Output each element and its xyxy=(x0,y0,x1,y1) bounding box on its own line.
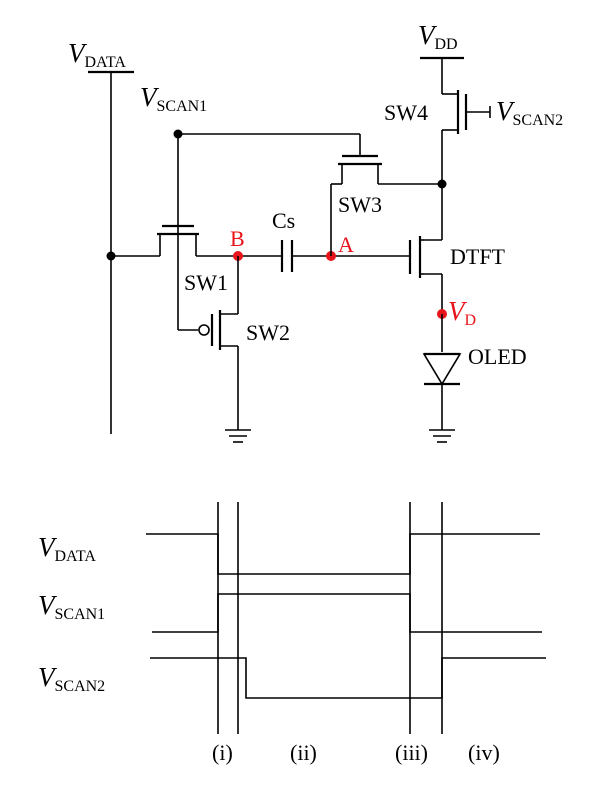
ground-icon xyxy=(225,429,251,443)
node-a-label: A xyxy=(338,232,354,257)
dtft-label: DTFT xyxy=(450,244,506,269)
cs-label: Cs xyxy=(272,208,295,233)
node-vd-label: VD xyxy=(448,296,476,329)
sw4-label: SW4 xyxy=(384,100,428,125)
vdata-label: VDATA xyxy=(68,38,126,71)
sw1-label: SW1 xyxy=(184,270,228,295)
vscan2-label: VSCAN2 xyxy=(496,96,563,129)
phase-label: (iv) xyxy=(468,740,500,765)
sw3-transistor xyxy=(331,154,442,185)
vdd-rail xyxy=(420,56,464,94)
sw4-transistor xyxy=(441,90,491,184)
oled-diode-icon xyxy=(422,314,462,430)
vdd-label: VDD xyxy=(418,20,458,53)
sw2-transistor xyxy=(198,306,239,430)
vdata-line xyxy=(88,70,160,434)
phase-label: (i) xyxy=(212,740,233,765)
vscan1-line xyxy=(173,129,361,331)
sw1-transistor xyxy=(157,224,282,257)
timing-label-vdata: VDATA xyxy=(38,532,96,565)
cs-capacitor xyxy=(280,240,410,272)
vscan1-label: VSCAN1 xyxy=(140,82,207,115)
sw3-label: SW3 xyxy=(338,192,382,217)
waveform-vdata xyxy=(146,533,540,575)
waveform-vscan2 xyxy=(150,657,546,699)
phase-label: (iii) xyxy=(395,740,428,765)
timing-label-vscan1: VSCAN1 xyxy=(38,590,105,623)
node-b-label: B xyxy=(230,226,245,251)
phase-dividers xyxy=(217,502,443,734)
oled-label: OLED xyxy=(468,344,527,369)
phase-label: (ii) xyxy=(290,740,317,765)
dtft-transistor xyxy=(408,184,443,314)
ground-icon xyxy=(429,429,455,443)
sw2-label: SW2 xyxy=(246,320,290,345)
timing-label-vscan2: VSCAN2 xyxy=(38,662,105,695)
waveform-vscan1 xyxy=(152,593,542,633)
